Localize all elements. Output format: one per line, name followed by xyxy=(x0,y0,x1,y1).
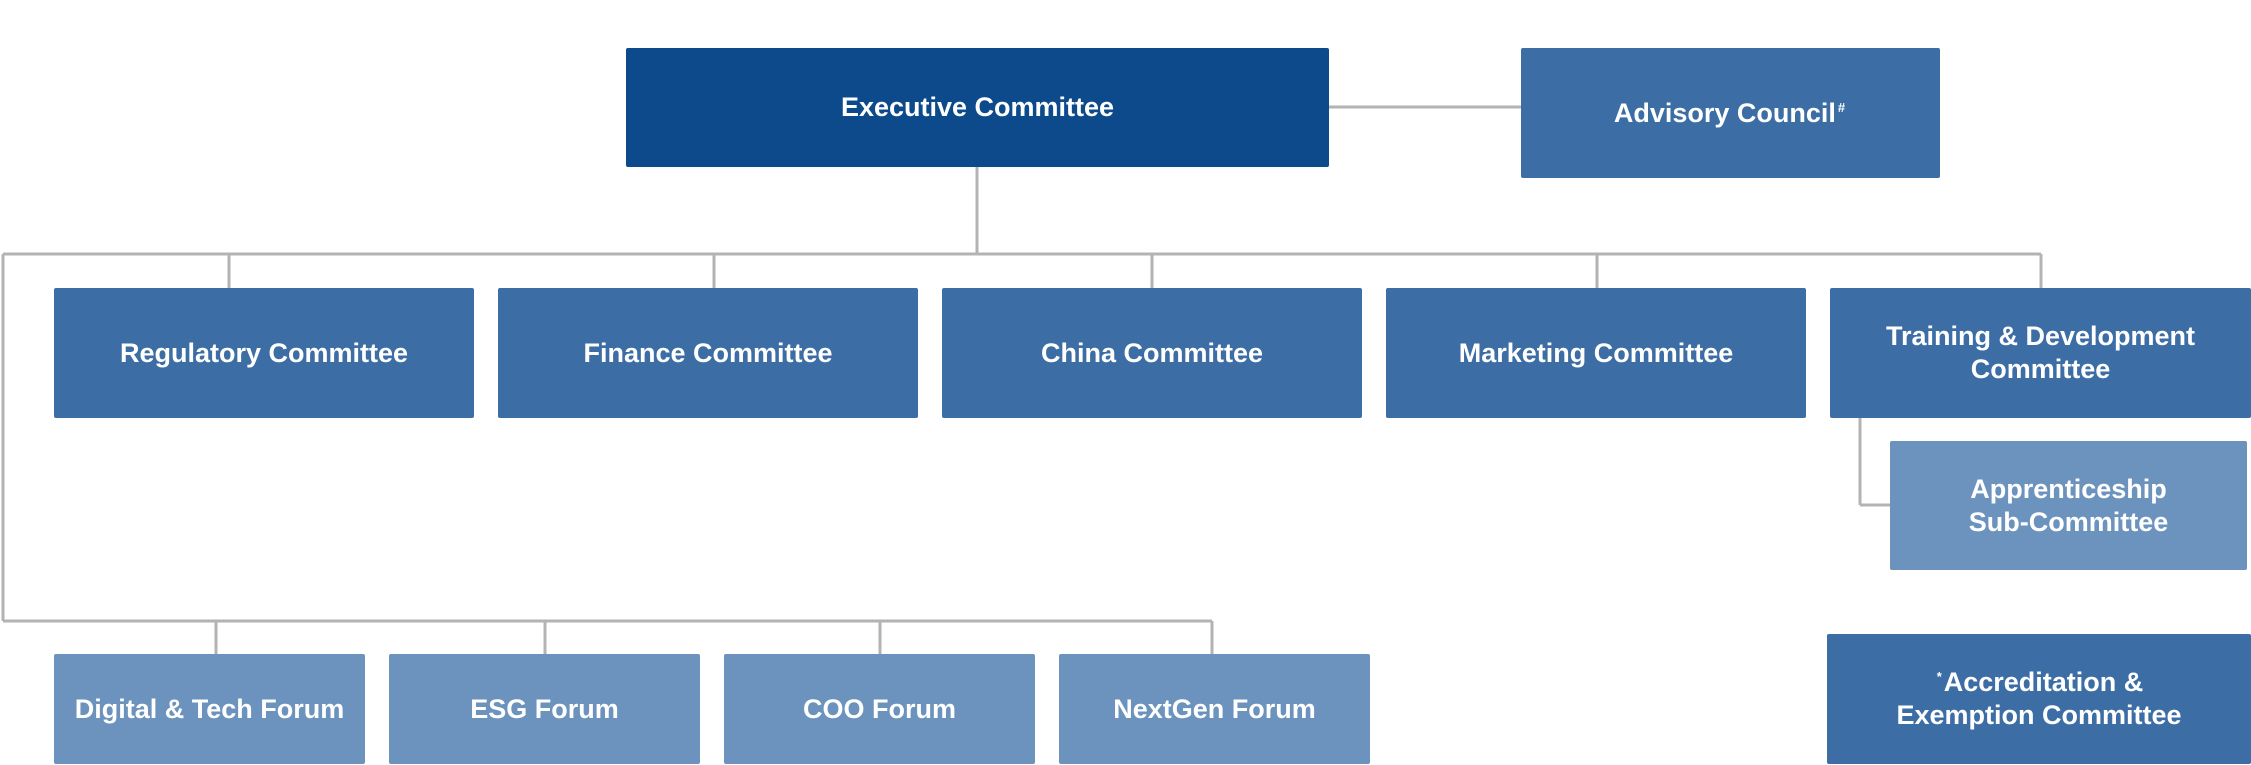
marketing-committee-label: Marketing Committee xyxy=(1458,337,1734,368)
regulatory-committee-box: Regulatory Committee xyxy=(54,288,474,418)
esg-forum-box: ESG Forum xyxy=(389,654,700,764)
finance-committee-box: Finance Committee xyxy=(498,288,918,418)
regulatory-committee-label: Regulatory Committee xyxy=(119,337,409,368)
accreditation-exemption-committee-label: Accreditation & Exemption Committee xyxy=(1896,667,2182,730)
nextgen-forum-box: NextGen Forum xyxy=(1059,654,1370,764)
nextgen-forum-label: NextGen Forum xyxy=(1113,693,1316,724)
marketing-committee-box: Marketing Committee xyxy=(1386,288,1806,418)
esg-forum-label: ESG Forum xyxy=(470,693,619,724)
training-development-committee-label: Training & Development Committee xyxy=(1885,321,2196,384)
advisory-council-mark: # xyxy=(1837,99,1846,115)
accreditation-mark: * xyxy=(1936,669,1942,684)
advisory-council-box: Advisory Council# xyxy=(1521,48,1940,178)
apprenticeship-subcommittee-label: Apprenticeship Sub-Committee xyxy=(1968,473,2169,537)
advisory-council-label: Advisory Council xyxy=(1613,97,1836,128)
finance-committee-label: Finance Committee xyxy=(583,337,833,368)
coo-forum-box: COO Forum xyxy=(724,654,1035,764)
executive-committee-label: Executive Committee xyxy=(840,92,1115,122)
digital-tech-forum-box: Digital & Tech Forum xyxy=(54,654,365,764)
digital-tech-forum-label: Digital & Tech Forum xyxy=(74,693,345,724)
coo-forum-label: COO Forum xyxy=(803,693,956,724)
training-development-committee-box: Training & Development Committee xyxy=(1830,288,2251,418)
apprenticeship-subcommittee-box: Apprenticeship Sub-Committee xyxy=(1890,441,2247,570)
executive-committee-box: Executive Committee xyxy=(626,48,1329,167)
accreditation-exemption-committee-box: *Accreditation & Exemption Committee xyxy=(1827,634,2251,764)
china-committee-label: China Committee xyxy=(1040,337,1264,368)
china-committee-box: China Committee xyxy=(942,288,1362,418)
